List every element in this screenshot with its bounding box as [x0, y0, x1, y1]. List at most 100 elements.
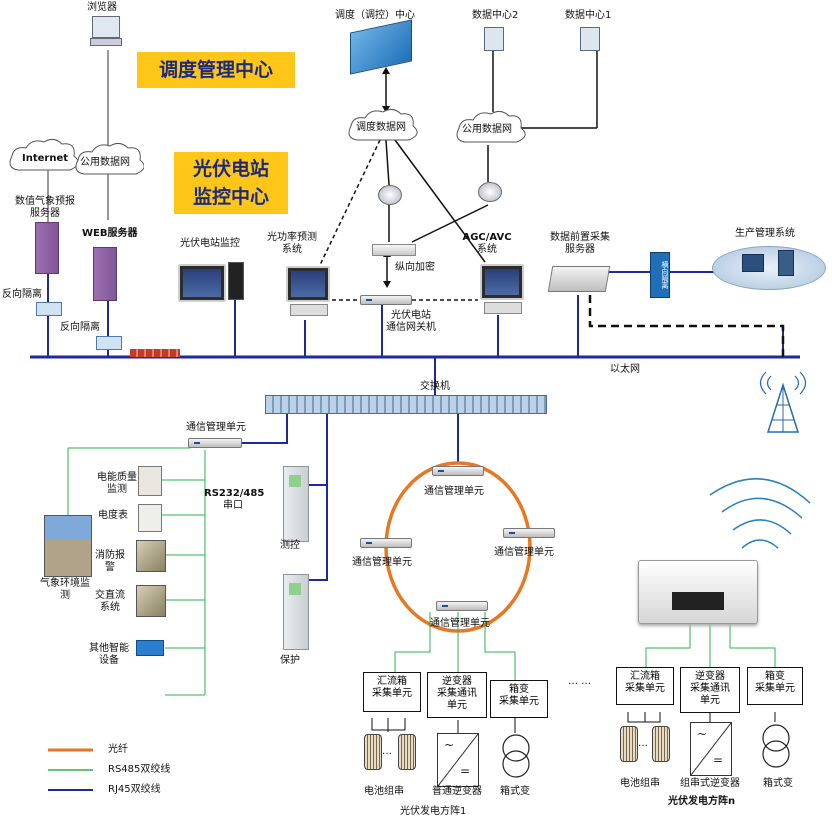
- array1-inverter-box: 逆变器 采集通讯 单元: [427, 672, 487, 718]
- agc-avc-base-icon: [484, 302, 522, 314]
- power-forecast-base-icon: [290, 304, 328, 316]
- pv-monitor-screen-icon: [178, 264, 226, 302]
- arrayn-boxtx-line1: 箱变: [765, 671, 785, 682]
- pv-station-center-line1: 光伏电站: [192, 158, 269, 180]
- wireless-device-screen-icon: [672, 592, 724, 610]
- measure-control-cabinet-icon: [283, 466, 309, 542]
- pv-monitor-tower-icon: [228, 262, 244, 300]
- array1-inverter-line3: 单元: [447, 700, 467, 711]
- protection-label: 保护: [280, 655, 300, 666]
- reverse-isolation-2-label: 反向隔离: [60, 322, 100, 333]
- other-devices-line1: 其他智能: [89, 643, 129, 654]
- acdc-line1: 交直流: [95, 590, 125, 601]
- power-quality-meter-icon: [138, 466, 162, 496]
- array1-title: 光伏发电方阵1: [400, 806, 467, 817]
- array1-combiner-line2: 采集单元: [372, 688, 412, 699]
- data-center-2-label: 数据中心2: [472, 10, 519, 21]
- fire-alarm-line1: 消防报: [95, 550, 125, 561]
- front-collect-server-icon: [547, 266, 611, 292]
- router-right-icon: [478, 182, 502, 202]
- browser-keyboard-icon: [90, 38, 122, 46]
- pv-monitor-label: 光伏电站监控: [180, 238, 240, 249]
- arrayn-battery-right-icon: [652, 726, 670, 762]
- array1-boxtx-line2: 采集单元: [499, 696, 539, 707]
- browser-computer-icon: [92, 16, 120, 38]
- arrayn-inverter-line2: 采集通讯: [690, 683, 730, 694]
- horizontal-isolation-device: 横向隔离: [650, 252, 670, 298]
- front-collect-line2: 服务器: [565, 244, 595, 255]
- ring-right-label: 通信管理单元: [494, 547, 554, 558]
- arrayn-inverter-icon: ~ =: [690, 722, 732, 776]
- legend-rj45-label: RJ45双绞线: [108, 784, 161, 795]
- power-quality-line1: 电能质量: [97, 472, 137, 483]
- arrayn-combiner-box: 汇流箱 采集单元: [616, 667, 674, 705]
- weather-server-label: 数值气象预报 服务器: [5, 196, 85, 220]
- power-forecast-monitor-icon: [286, 266, 330, 302]
- gateway-line2: 通信网关机: [386, 322, 436, 333]
- reverse-isolation-2-icon: [96, 336, 122, 350]
- web-server-icon: [93, 247, 117, 301]
- data-center-1-label: 数据中心1: [565, 10, 612, 21]
- agc-avc-label: AGC/AVC 系统: [452, 232, 522, 256]
- array1-inverter-icon: ~ =: [437, 733, 479, 787]
- production-mgmt-ellipse: [712, 246, 826, 290]
- internet-label: Internet: [22, 153, 69, 164]
- array1-battery-right-icon: [398, 734, 416, 770]
- agc-avc-line1: AGC/AVC: [462, 232, 512, 243]
- dispatch-center-banner: 调度管理中心: [137, 52, 295, 88]
- ring-left-label: 通信管理单元: [352, 557, 412, 568]
- array1-inverter-ac-symbol: ~: [444, 738, 455, 752]
- ring-right-unit-icon: [503, 528, 555, 538]
- array1-boxtx-line1: 箱变: [509, 684, 529, 695]
- arrayn-inverter-box: 逆变器 采集通讯 单元: [680, 667, 740, 713]
- array1-normal-inverter-label: 普通逆变器: [432, 786, 482, 797]
- browser-label: 浏览器: [87, 2, 117, 13]
- arrayn-string-inverter-label: 组串式逆变器: [680, 778, 740, 789]
- data-center-2-building-icon: [484, 27, 504, 51]
- array1-box-transformer-icon: [502, 734, 530, 778]
- front-collect-label: 数据前置采集 服务器: [540, 232, 620, 256]
- arrayn-combiner-line2: 采集单元: [625, 683, 665, 694]
- reverse-isolation-1-label: 反向隔离: [2, 289, 42, 300]
- internet-cloud: [9, 138, 78, 171]
- legend-fiber-label: 光纤: [108, 744, 128, 755]
- legend-rs485-label: RS485双绞线: [108, 764, 171, 775]
- ring-top-unit-icon: [432, 466, 484, 476]
- arrayn-inverter-dc-symbol: =: [713, 753, 724, 767]
- arrayn-battery-label: 电池组串: [620, 778, 660, 789]
- production-mgmt-computer-icon: [742, 254, 764, 272]
- front-collect-line1: 数据前置采集: [550, 232, 610, 243]
- switch-device: [265, 395, 547, 414]
- pv-station-center-banner: 光伏电站 监控中心: [174, 152, 288, 214]
- array1-box-transformer-label: 箱式变: [500, 786, 530, 797]
- reverse-isolation-1-icon: [36, 302, 62, 316]
- ring-left-unit-icon: [360, 538, 412, 548]
- arrayn-box-transformer-label: 箱式变: [763, 778, 793, 789]
- array1-boxtx-box: 箱变 采集单元: [490, 680, 548, 718]
- arrayn-box-transformer-icon: [762, 724, 790, 768]
- weather-monitor-line1: 气象环境监: [40, 578, 90, 589]
- firewall-icon: [130, 349, 180, 357]
- acdc-line2: 系统: [100, 602, 120, 613]
- data-center-1-building-icon: [580, 27, 600, 51]
- arrayn-combiner-line1: 汇流箱: [630, 671, 660, 682]
- arrayn-boxtx-line2: 采集单元: [755, 683, 795, 694]
- array1-inverter-dc-symbol: =: [460, 764, 471, 778]
- public-network-right-label: 公用数据网: [462, 124, 512, 135]
- acdc-box-icon: [136, 585, 166, 617]
- array1-battery-left-icon: [364, 734, 382, 770]
- arrayn-inverter-ac-symbol: ~: [697, 727, 708, 741]
- array1-combiner-box: 汇流箱 采集单元: [363, 672, 421, 712]
- arrayn-inverter-line3: 单元: [700, 695, 720, 706]
- horizontal-isolation-label: 横向隔离: [661, 261, 669, 289]
- public-network-left-cloud: [75, 142, 144, 175]
- fire-alarm-box-icon: [136, 540, 166, 572]
- gateway-line1: 光伏电站: [391, 310, 431, 321]
- other-devices-line2: 设备: [99, 655, 119, 666]
- weather-server-line2: 服务器: [30, 208, 60, 219]
- production-mgmt-label: 生产管理系统: [735, 228, 795, 239]
- dispatch-network-label: 调度数据网: [356, 122, 406, 133]
- arrayn-title: 光伏发电方阵n: [668, 796, 736, 807]
- weather-server-icon: [35, 222, 59, 274]
